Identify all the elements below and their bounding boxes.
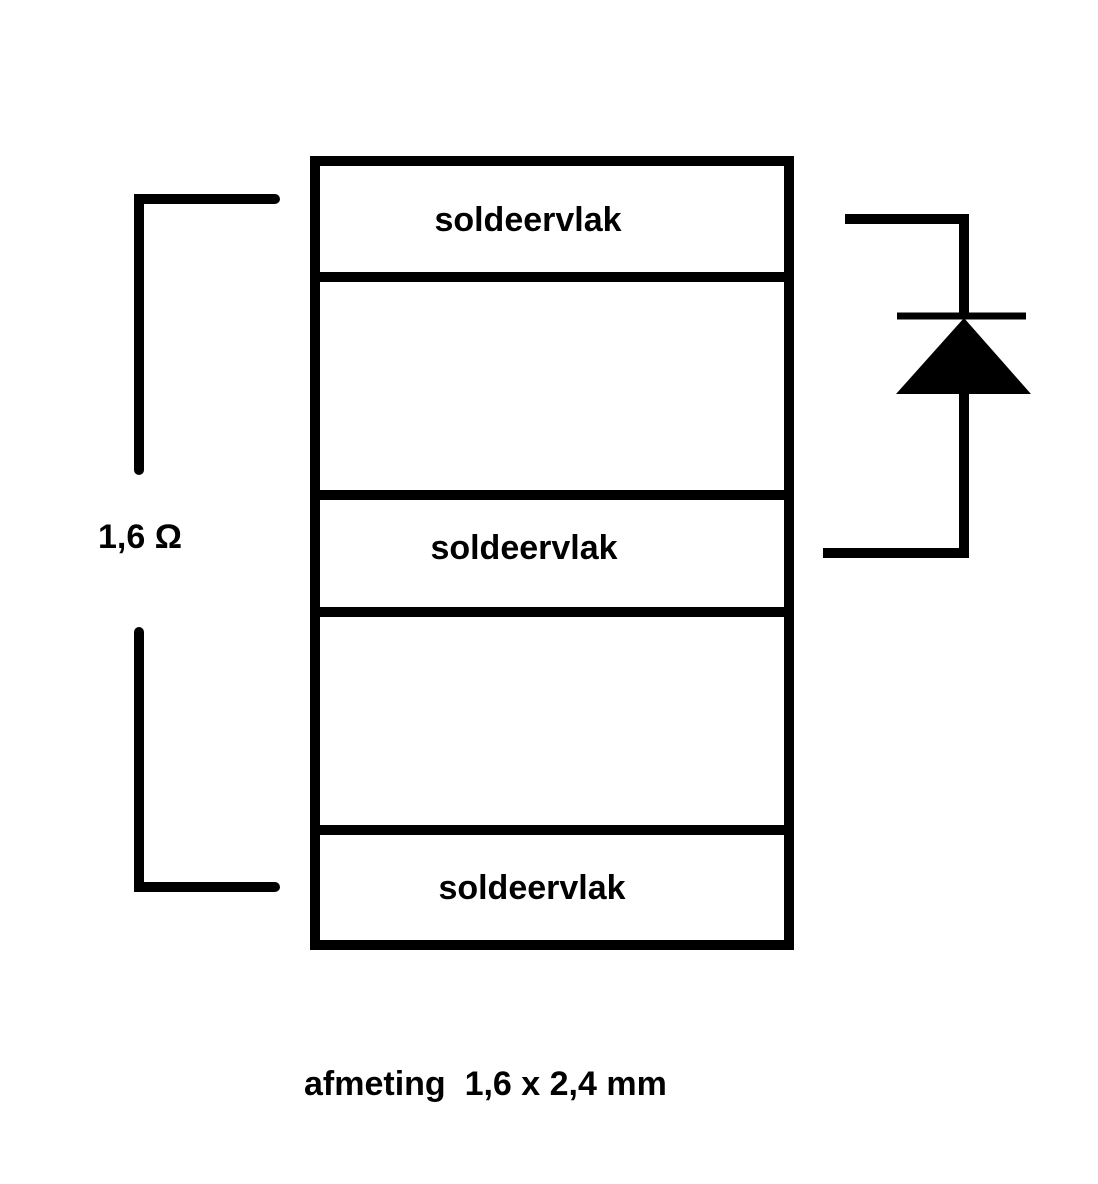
solder-pad-bottom-label: soldeervlak xyxy=(438,869,625,907)
resistance-bracket xyxy=(134,194,280,892)
resistance-label: 1,6 Ω xyxy=(98,518,182,556)
solder-pad-middle-label: soldeervlak xyxy=(430,529,617,567)
dimension-caption: afmeting 1,6 x 2,4 mm xyxy=(304,1065,667,1103)
diode-icon xyxy=(823,214,1031,558)
solder-pad-top-label: soldeervlak xyxy=(434,201,621,239)
component-body xyxy=(310,156,794,950)
